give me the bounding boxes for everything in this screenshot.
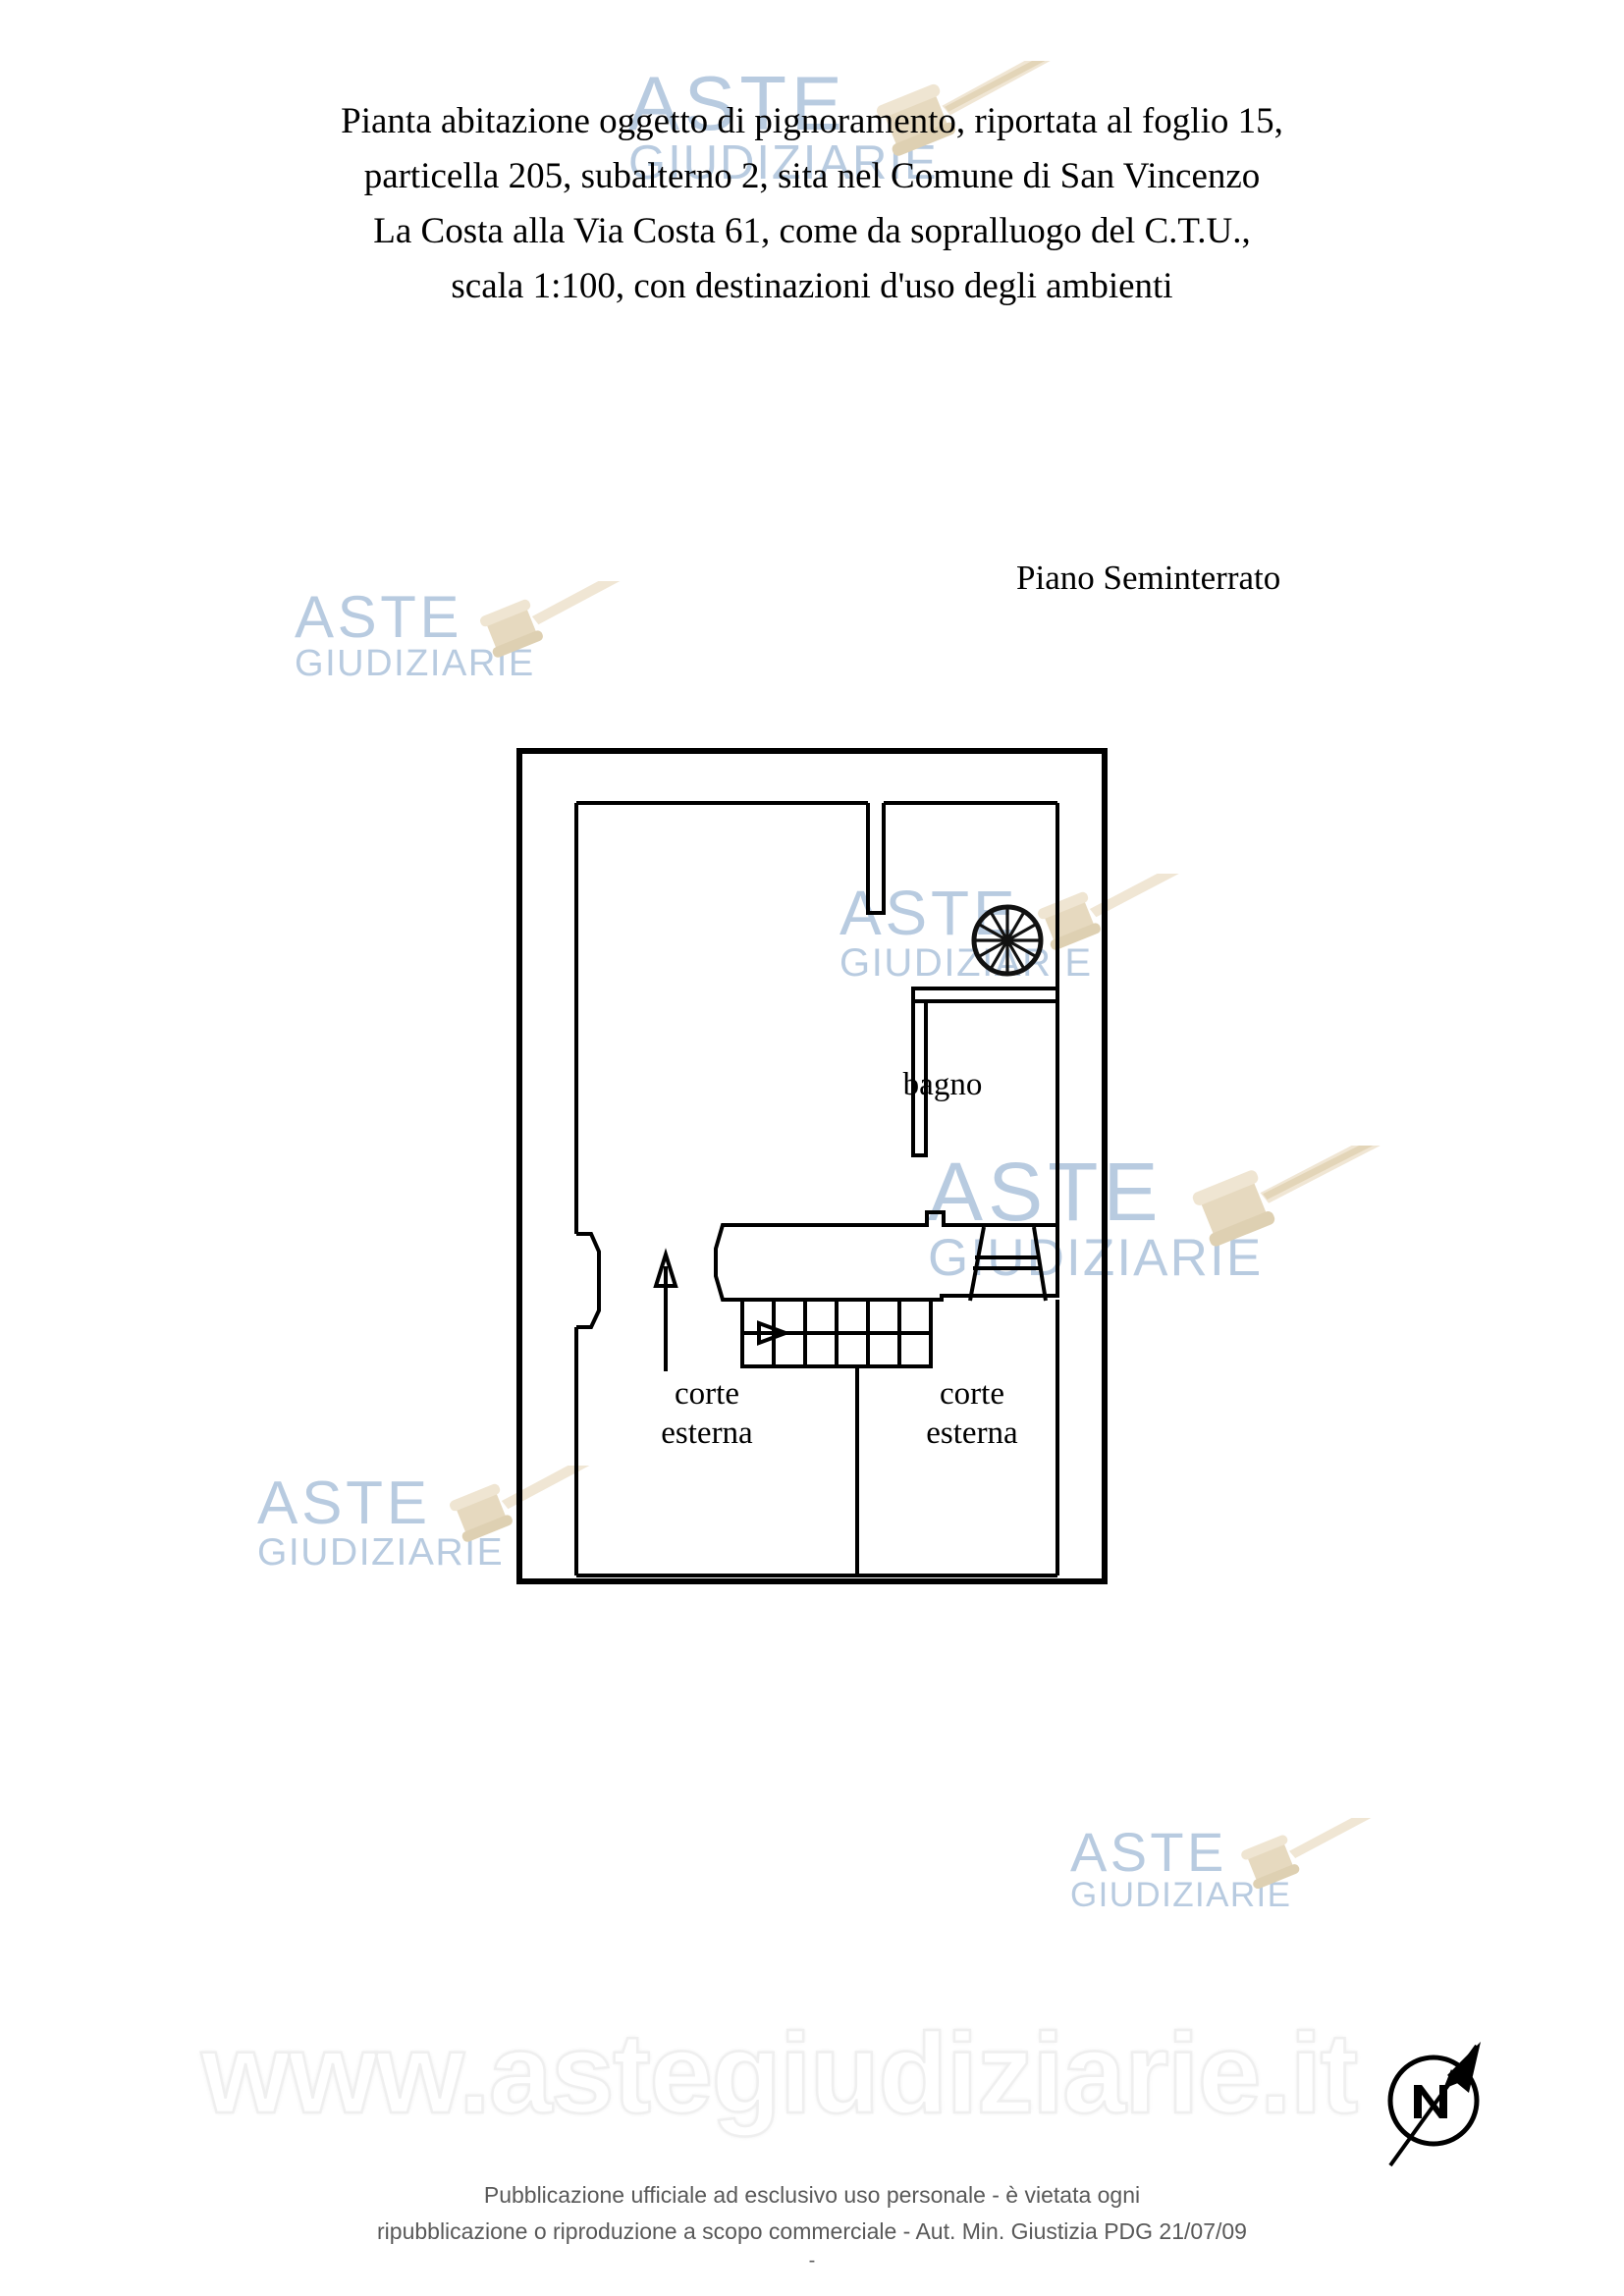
gavel-icon bbox=[480, 581, 637, 658]
stair-right-detail-right bbox=[1032, 1226, 1048, 1302]
watermark-brand-line1: ASTE bbox=[295, 584, 463, 650]
gavel-icon bbox=[1192, 1146, 1420, 1247]
watermark-brand-line2: GIUDIZIARIE bbox=[839, 940, 1093, 985]
staircase-icon bbox=[740, 1298, 933, 1368]
building-outline bbox=[516, 748, 1108, 1584]
gavel-icon bbox=[450, 1466, 607, 1542]
watermark-brand-line1: ASTE bbox=[928, 1146, 1164, 1238]
watermark-brand-line1: ASTE bbox=[839, 878, 1019, 948]
watermark-url: www.astegiudiziarie.it bbox=[200, 2008, 1360, 2139]
north-arrow-icon bbox=[1387, 2042, 1481, 2167]
footer-legal-notice: Pubblicazione ufficiale ad esclusivo uso… bbox=[0, 2177, 1624, 2271]
door-opening-left bbox=[576, 1232, 601, 1329]
watermark-aste-giudiziarie: ASTE GIUDIZIARIE bbox=[295, 581, 637, 684]
gavel-icon bbox=[1038, 874, 1203, 950]
spiral-staircase-icon bbox=[971, 904, 1044, 977]
watermark-aste-giudiziarie: ASTE GIUDIZIARIE bbox=[839, 874, 1203, 985]
room-label-corte-esterna-left: corte esterna bbox=[661, 1376, 753, 1451]
watermark-brand-line2: GIUDIZIARIE bbox=[295, 643, 535, 684]
floor-level-label: Piano Seminterrato bbox=[1016, 559, 1281, 597]
title-line-4: scala 1:100, con destinazioni d'uso degl… bbox=[451, 266, 1173, 306]
partition-stub-vertical bbox=[866, 803, 886, 915]
watermark-aste-giudiziarie: ASTE GIUDIZIARIE bbox=[257, 1466, 607, 1574]
watermark-brand-line1: ASTE bbox=[1070, 1821, 1227, 1883]
footer-line-2: ripubblicazione o riproduzione a scopo c… bbox=[377, 2218, 1247, 2244]
room-label-corte-esterna-right: corte esterna bbox=[926, 1376, 1018, 1451]
watermark-brand-line2: GIUDIZIARIE bbox=[1070, 1876, 1292, 1915]
footer-line-3: - bbox=[808, 2250, 816, 2271]
stair-direction-arrow-icon bbox=[757, 1320, 791, 1346]
up-arrow-icon bbox=[653, 1248, 678, 1371]
title-line-1: Pianta abitazione oggetto di pignorament… bbox=[341, 101, 1283, 141]
room-label-bagno: bagno bbox=[902, 1067, 983, 1102]
document-title: Pianta abitazione oggetto di pignorament… bbox=[0, 94, 1624, 314]
gavel-icon bbox=[1241, 1818, 1387, 1890]
title-line-2: particella 205, subalterno 2, sita nel C… bbox=[363, 156, 1261, 196]
bagno-partition bbox=[911, 987, 1057, 1003]
watermark-aste-giudiziarie: ASTE GIUDIZIARIE bbox=[928, 1146, 1420, 1287]
stair-landing-outline bbox=[714, 1210, 1059, 1302]
title-line-3: La Costa alla Via Costa 61, come da sopr… bbox=[373, 211, 1251, 251]
watermark-brand-line2: GIUDIZIARIE bbox=[257, 1530, 505, 1574]
watermark-brand-line1: ASTE bbox=[257, 1469, 431, 1537]
watermark-aste-giudiziarie: ASTE GIUDIZIARIE bbox=[1070, 1818, 1387, 1915]
stair-right-detail-left bbox=[968, 1226, 986, 1302]
watermark-brand-line2: GIUDIZIARIE bbox=[928, 1228, 1264, 1287]
footer-line-1: Pubblicazione ufficiale ad esclusivo uso… bbox=[483, 2182, 1141, 2208]
